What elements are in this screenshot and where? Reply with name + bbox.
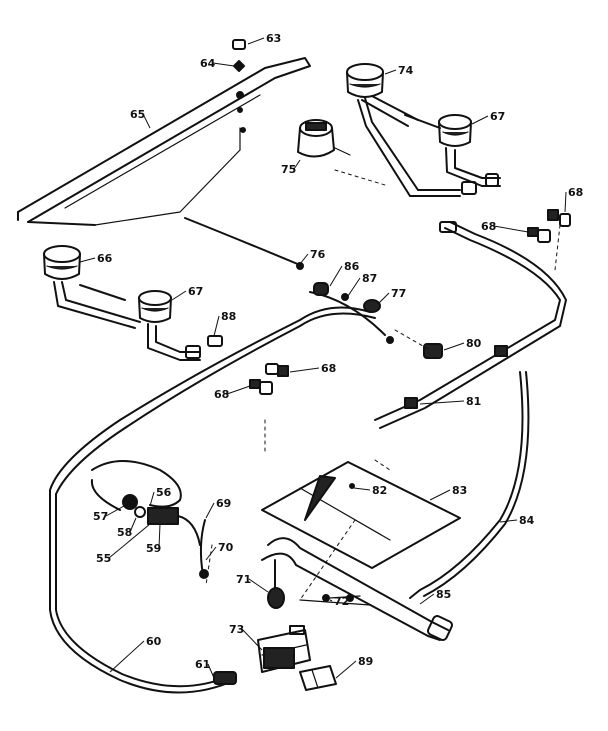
callout-leader (213, 315, 220, 337)
callout-leader (377, 292, 390, 305)
oven-burner-baffle (261, 461, 461, 569)
callout-75: 75 (281, 163, 296, 176)
orifice-fittings-left (249, 363, 289, 395)
callout-84: 84 (519, 514, 535, 527)
callout-leader (499, 519, 518, 523)
callout-59: 59 (146, 542, 161, 555)
callout-leader (129, 517, 137, 533)
callout-82: 82 (372, 484, 387, 497)
callout-60: 60 (146, 635, 162, 648)
burner-front-right (438, 114, 501, 187)
callout-leader (171, 290, 187, 301)
callout-leader (105, 505, 125, 517)
assembly-guide-lines (205, 169, 561, 601)
oven-thermostat (257, 625, 311, 673)
callout-74: 74 (398, 64, 414, 77)
callout-leader (419, 593, 435, 605)
callout-68: 68 (214, 388, 229, 401)
callout-66: 66 (97, 252, 113, 265)
callout-leader (329, 265, 343, 287)
callout-leader (429, 489, 451, 501)
callout-leader (158, 523, 161, 549)
burner-front-left (138, 290, 223, 361)
callout-leader (384, 69, 397, 75)
callout-76: 76 (310, 248, 326, 261)
callout-70: 70 (218, 541, 234, 554)
gas-supply-tube (49, 306, 530, 694)
callout-leader (471, 115, 489, 125)
callout-81: 81 (466, 395, 481, 408)
callout-leader (207, 663, 215, 679)
callout-leader (108, 523, 151, 559)
callout-57: 57 (93, 510, 108, 523)
callout-leader (353, 487, 371, 491)
callout-leader (347, 277, 361, 297)
callout-83: 83 (452, 484, 467, 497)
callout-leader (149, 491, 155, 507)
callout-87: 87 (362, 272, 377, 285)
callout-leader (205, 546, 217, 561)
callout-88: 88 (221, 310, 236, 323)
callout-68: 68 (481, 220, 496, 233)
burner-rear-left (43, 245, 141, 329)
callout-leader (493, 225, 529, 233)
bracket-clip (299, 665, 337, 691)
gas-manifold-tube (374, 221, 567, 429)
callout-61: 61 (195, 658, 210, 671)
burner-rear-right (346, 63, 477, 197)
callout-67: 67 (490, 110, 505, 123)
callout-58: 58 (117, 526, 132, 539)
callout-leader (443, 342, 465, 351)
callout-leader (109, 640, 145, 673)
callout-69: 69 (216, 497, 231, 510)
thermocouple-line (184, 217, 443, 359)
callout-86: 86 (344, 260, 360, 273)
callout-leader (564, 191, 567, 213)
valve-body (297, 119, 351, 158)
cap-screw (232, 39, 246, 72)
callout-leader (212, 62, 235, 67)
callout-89: 89 (358, 655, 373, 668)
callout-leader (293, 159, 301, 170)
callout-68: 68 (568, 186, 583, 199)
callout-leader (79, 257, 96, 263)
callout-77: 77 (391, 287, 406, 300)
callout-leader (329, 599, 333, 602)
callout-67: 67 (188, 285, 203, 298)
callout-63: 63 (266, 32, 281, 45)
callout-64: 64 (200, 57, 216, 70)
callout-73: 73 (229, 623, 244, 636)
callout-leader (241, 628, 263, 651)
callout-leader (248, 578, 269, 593)
callout-80: 80 (466, 337, 482, 350)
oven-burner-tube (261, 537, 453, 641)
oven-ignitor-assembly (90, 460, 209, 579)
callout-leader (419, 400, 465, 405)
burner-bracket (17, 57, 311, 226)
callout-leader (142, 113, 151, 129)
callout-leader (247, 37, 265, 45)
callout-leader (289, 367, 320, 373)
callout-leader (299, 253, 309, 265)
callout-leader (226, 385, 251, 395)
callout-71: 71 (236, 573, 251, 586)
callout-55: 55 (96, 552, 111, 565)
callout-leader (205, 502, 215, 519)
callout-68: 68 (321, 362, 336, 375)
callout-85: 85 (436, 588, 451, 601)
callout-leader (335, 660, 357, 679)
callout-65: 65 (130, 108, 145, 121)
orifice-fittings-right (527, 209, 571, 243)
callout-72: 72 (334, 595, 349, 608)
callout-56: 56 (156, 486, 172, 499)
